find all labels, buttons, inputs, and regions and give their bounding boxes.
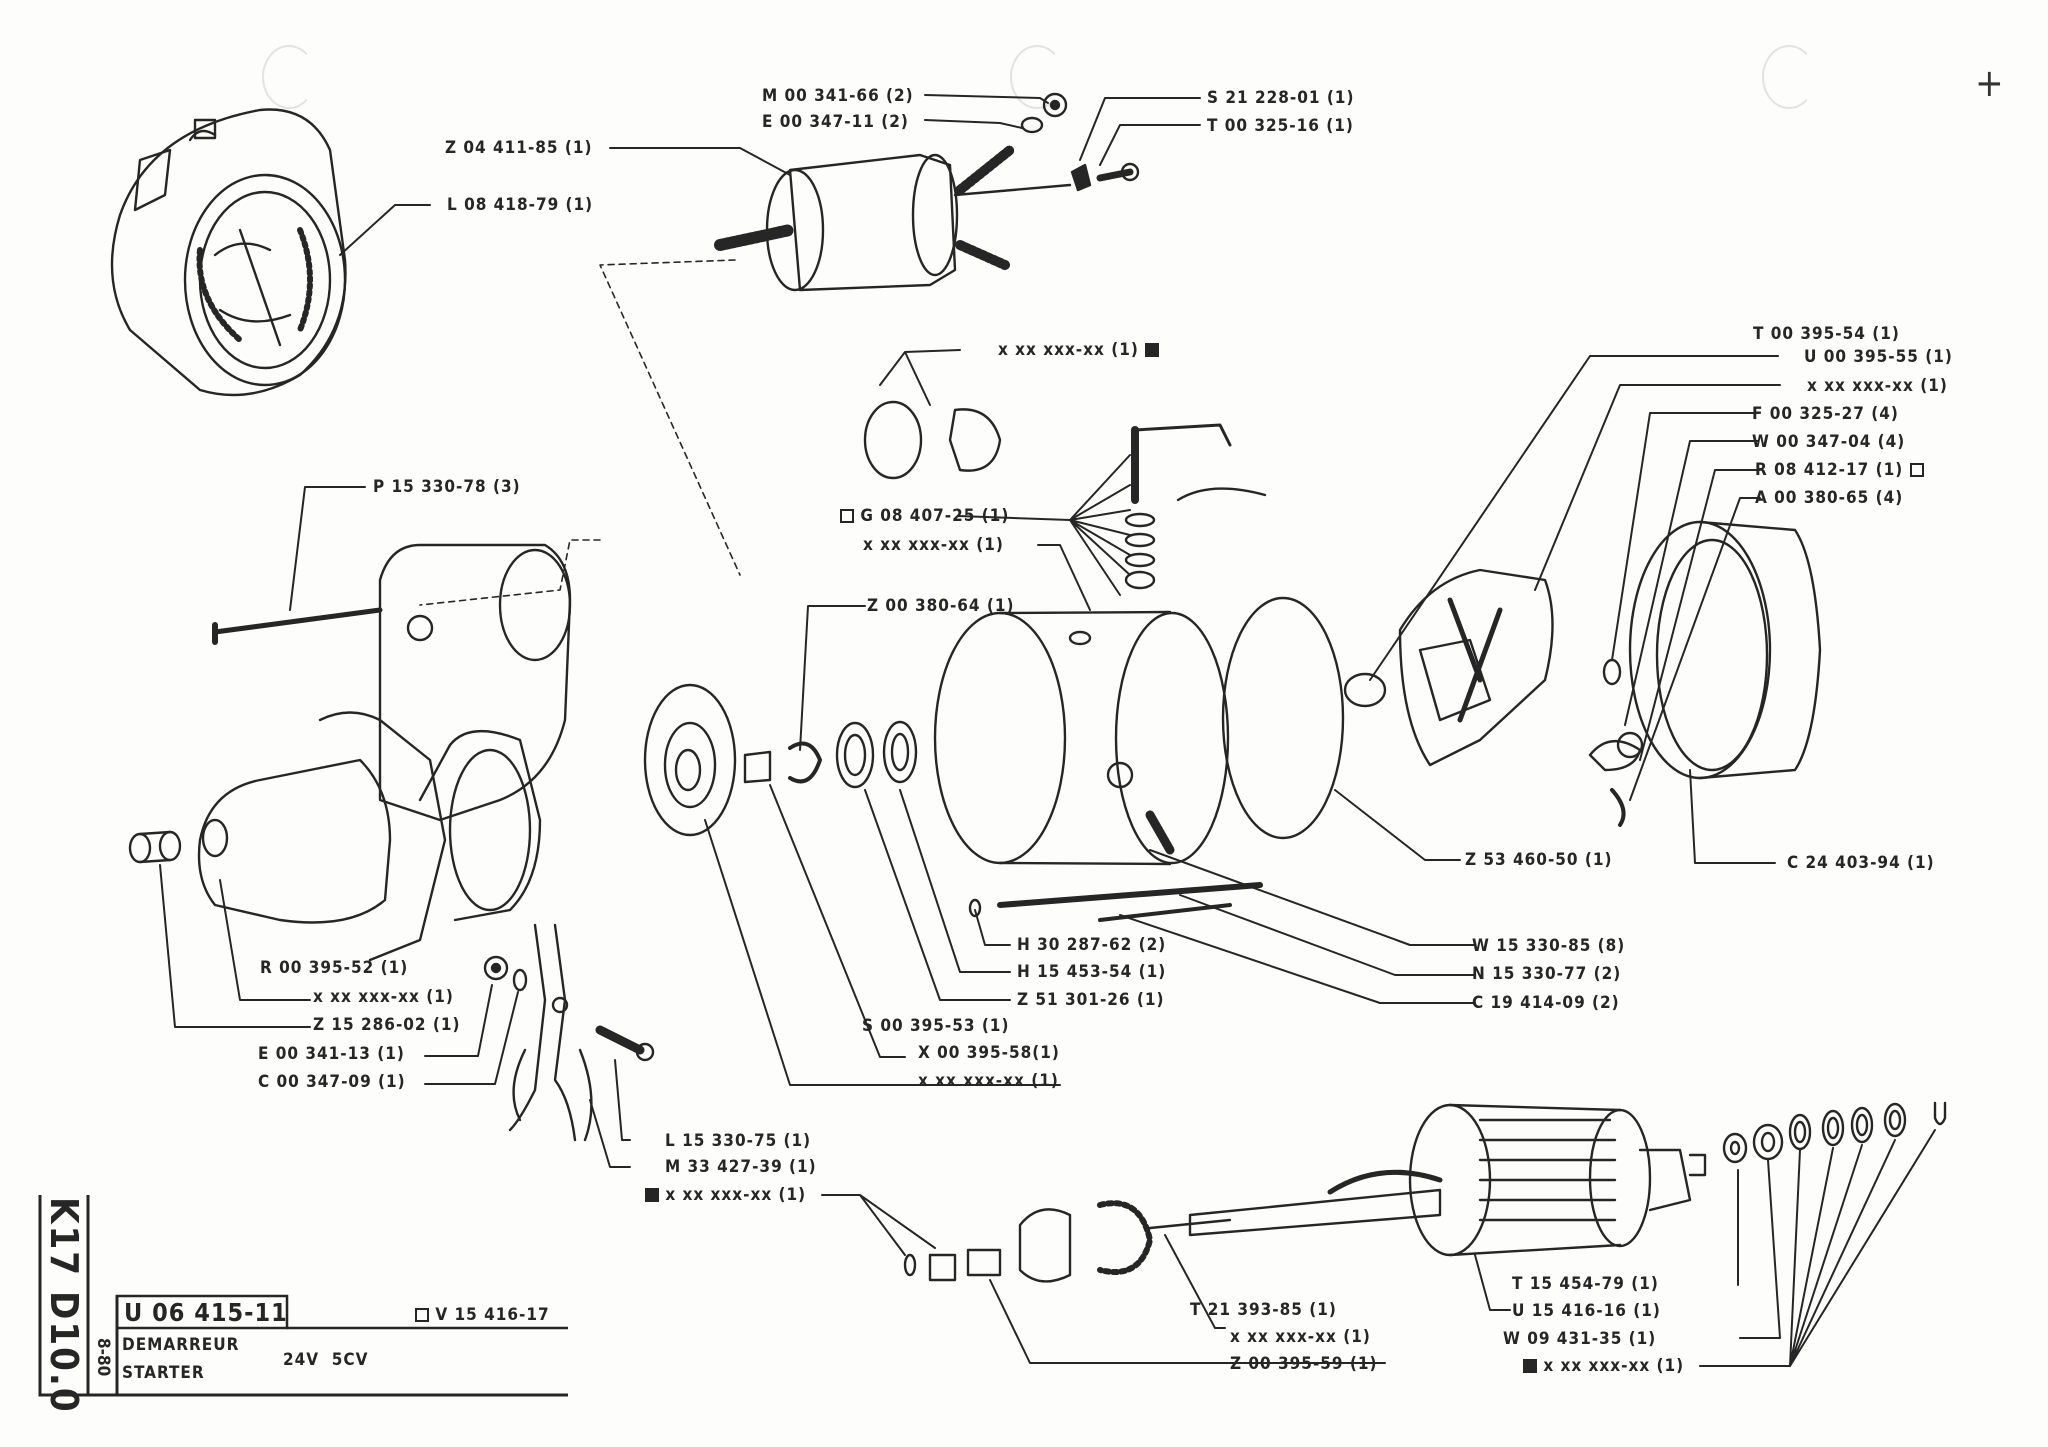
callout-label: Z 04 411-85 (1) xyxy=(445,138,593,158)
callout-label: T 15 454-79 (1) xyxy=(1512,1274,1659,1294)
callout-text: x xx xxx-xx (1) xyxy=(998,340,1139,360)
alt-reference: V 15 416-17 xyxy=(415,1305,550,1325)
solenoid xyxy=(714,92,1140,292)
callout-label: W 00 347-04 (4) xyxy=(1752,432,1906,452)
open-square-marker-icon xyxy=(1909,463,1924,477)
callout-label: S 21 228-01 (1) xyxy=(1207,88,1355,108)
assembly-number: U 06 415-11 xyxy=(124,1298,288,1327)
callout-label: W 15 330-85 (8) xyxy=(1472,936,1626,956)
yoke-frame xyxy=(933,596,1345,922)
callout-label: T 21 393-85 (1) xyxy=(1190,1300,1337,1320)
callout-label: R 00 395-52 (1) xyxy=(260,958,409,978)
callout-label: L 08 418-79 (1) xyxy=(447,195,594,215)
callout-text: x xx xxx-xx (1) xyxy=(665,1185,807,1205)
punch-hole-mark xyxy=(1010,45,1064,109)
callout-label: S 00 395-53 (1) xyxy=(862,1016,1010,1036)
thrust-washers xyxy=(1722,1101,1947,1164)
leader-lines xyxy=(159,94,1936,1367)
callout-label: H 15 453-54 (1) xyxy=(1017,962,1167,982)
callout-label: P 15 330-78 (3) xyxy=(373,477,521,497)
callout-label: Z 00 395-59 (1) xyxy=(1230,1354,1378,1374)
field-coil-housing xyxy=(110,108,347,397)
shift-fork xyxy=(483,923,655,1142)
commutator-end-cover xyxy=(1628,520,1822,780)
callout-label: X 00 395-58(1) xyxy=(918,1043,1060,1063)
callout-text: G 08 407-25 (1) xyxy=(860,506,1010,526)
callout-label: L 15 330-75 (1) xyxy=(665,1131,812,1151)
callout-text: R 08 412-17 (1) xyxy=(1755,460,1904,480)
callout-label: x xx xxx-xx (1) xyxy=(1523,1356,1684,1376)
callout-label: U 00 395-55 (1) xyxy=(1804,347,1953,367)
callout-label: F 00 325-27 (4) xyxy=(1752,404,1899,424)
drive-end-housing xyxy=(128,543,572,962)
callout-label: E 00 341-13 (1) xyxy=(258,1044,405,1064)
callout-label: T 00 325-16 (1) xyxy=(1207,116,1354,136)
callout-label: x xx xxx-xx (1) xyxy=(918,1071,1059,1091)
callout-label: E 00 347-11 (2) xyxy=(762,112,909,132)
filled-square-marker-icon xyxy=(1523,1359,1537,1373)
intermediate-bearing-plate xyxy=(643,683,918,837)
callout-label: G 08 407-25 (1) xyxy=(840,506,1009,526)
callout-label: Z 53 460-50 (1) xyxy=(1465,850,1613,870)
alt-reference-text: V 15 416-17 xyxy=(435,1305,550,1325)
page-code: K17 D10.0 xyxy=(42,1197,86,1414)
callout-label: Z 15 286-02 (1) xyxy=(313,1015,461,1035)
callout-label: C 24 403-94 (1) xyxy=(1787,853,1935,873)
callout-text: x xx xxx-xx (1) xyxy=(1543,1356,1685,1376)
callout-label: R 08 412-17 (1) xyxy=(1755,460,1924,480)
callout-label: H 30 287-62 (2) xyxy=(1017,935,1167,955)
callout-label: W 09 431-35 (1) xyxy=(1503,1329,1657,1349)
punch-hole-mark xyxy=(262,45,316,109)
filled-square-marker-icon xyxy=(645,1188,659,1202)
callout-label: T 00 395-54 (1) xyxy=(1753,324,1900,344)
callout-label: C 19 414-09 (2) xyxy=(1472,993,1620,1013)
armature xyxy=(1188,1103,1707,1257)
callout-label: Z 00 380-64 (1) xyxy=(867,596,1015,616)
title-english: STARTER xyxy=(122,1363,205,1383)
callout-label: N 15 330-77 (2) xyxy=(1472,964,1622,984)
callout-label: M 33 427-39 (1) xyxy=(665,1157,817,1177)
title-french: DEMARREUR xyxy=(122,1335,240,1355)
revision-date: 8-80 xyxy=(93,1338,113,1377)
voltage-power-spec: 24V 5CV xyxy=(283,1350,369,1370)
filled-square-marker-icon xyxy=(1145,343,1160,357)
callout-label: A 00 380-65 (4) xyxy=(1755,488,1904,508)
callout-label: U 15 416-16 (1) xyxy=(1512,1301,1661,1321)
callout-label: M 00 341-66 (2) xyxy=(762,86,914,106)
punch-hole-mark xyxy=(1762,45,1816,109)
callout-label: x xx xxx-xx (1) xyxy=(1807,376,1948,396)
open-square-marker-icon xyxy=(415,1308,429,1322)
registration-crosshair-icon: + xyxy=(1975,61,2004,105)
callout-label: x xx xxx-xx (1) xyxy=(1230,1327,1371,1347)
callout-label: Z 51 301-26 (1) xyxy=(1017,990,1165,1010)
callout-label: x xx xxx-xx (1) xyxy=(313,987,454,1007)
brush-holder-plate xyxy=(1343,568,1644,827)
brushes-and-springs xyxy=(863,400,1267,590)
callout-label: C 00 347-09 (1) xyxy=(258,1072,406,1092)
callout-label: x xx xxx-xx (1) xyxy=(645,1185,806,1205)
callout-label: x xx xxx-xx (1) xyxy=(998,340,1160,360)
open-square-marker-icon xyxy=(840,509,854,523)
callout-label: x xx xxx-xx (1) xyxy=(863,535,1004,555)
